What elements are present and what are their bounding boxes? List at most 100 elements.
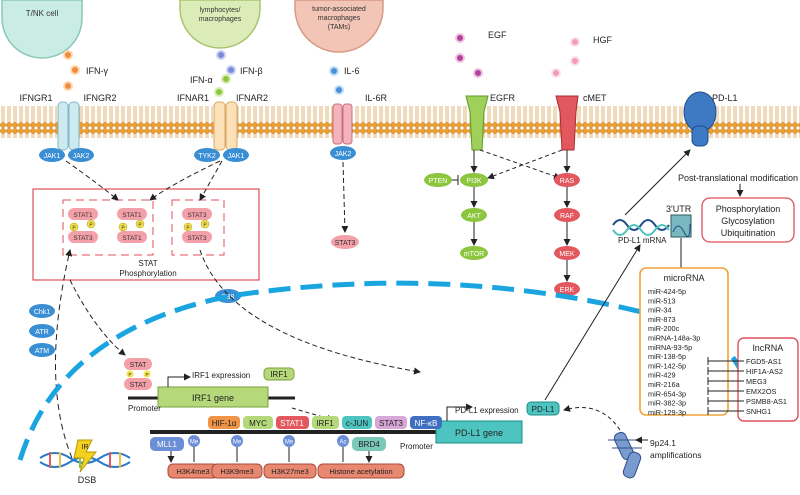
pdl1-membrane-label: PD-L1 — [712, 93, 738, 103]
jak-kinases: JAK1 JAK2 TYK2 JAK1 JAK2 STAT3 — [39, 146, 359, 249]
pdl1-product: PD-L1 — [532, 405, 555, 414]
ifngr1-label: IFNGR1 — [19, 93, 52, 103]
ifnb-ligand-1 — [216, 50, 226, 60]
ifnb-ligand-2 — [226, 65, 236, 75]
microrna-item: miRNA-148a-3p — [648, 334, 700, 343]
dimer1-bottom-label: STAT3 — [73, 235, 93, 242]
jak2-il6-label: JAK2 — [335, 151, 352, 158]
microrna-item: miR-200c — [648, 324, 680, 333]
egf-label: EGF — [488, 30, 507, 40]
jak-stat-arrows — [65, 160, 223, 201]
pi3k-label: PI3K — [466, 178, 482, 185]
ras-label: RAS — [560, 178, 575, 185]
hgf-label: HGF — [593, 35, 613, 45]
ir-label: IR — [82, 444, 89, 451]
ifna-ligand-1 — [221, 74, 231, 84]
pdl1-mrna: 3'UTR PD-L1 mRNA — [544, 149, 692, 401]
mek-label: MEK — [559, 251, 575, 258]
nuclear-p-2: P — [128, 372, 131, 377]
tnk-cell: T/NK cell — [1, 0, 83, 59]
ifngr-receptor: IFNGR1 IFNGR2 — [19, 93, 117, 151]
microrna-item: miR-429 — [648, 371, 676, 380]
stat-caption-2: Phosphorylation — [119, 269, 176, 278]
chk1-label: Chk1 — [34, 309, 50, 316]
tam-label-2: macrophages — [318, 15, 361, 22]
pdl1-expression-label: PD-L1 expression — [455, 406, 519, 415]
mll1-label: MLL1 — [157, 440, 178, 449]
lncrna-item: SNHG1 — [746, 407, 771, 416]
il6r-receptor: IL-6R — [332, 93, 388, 145]
microrna-title: microRNA — [663, 273, 704, 283]
mrna-label: PD-L1 mRNA — [618, 236, 667, 245]
atr-label: ATR — [35, 329, 48, 336]
tyk2-label: TYK2 — [198, 153, 216, 160]
irf1-expression-label: IRF1 expression — [192, 371, 250, 380]
il6-ligand-2 — [334, 85, 344, 95]
microrna-item: miR-34 — [648, 306, 672, 315]
microrna-item: miR-138-5p — [648, 352, 686, 361]
amp-label-1: 9p24.1 — [650, 438, 676, 448]
tf-cjun: c-JUN — [346, 419, 368, 428]
dimer3-top-label: STAT3 — [187, 212, 207, 219]
cmet-label: cMET — [583, 93, 607, 103]
lncrna-item: FGD5-AS1 — [746, 357, 782, 366]
irf1-gene-label: IRF1 gene — [192, 393, 234, 403]
p-4: P — [121, 226, 125, 232]
p-1: P — [89, 223, 93, 229]
pdl1-gene-region: PD-L1 gene Promoter PD-L1 expression PD-… — [150, 401, 560, 451]
me-mark-2: Me — [233, 440, 242, 446]
ifng-ligand-1 — [63, 50, 73, 60]
tf-irf1: IRF1 — [316, 419, 334, 428]
tf-stat3: STAT3 — [379, 419, 403, 428]
pten-label: PTEN — [429, 178, 448, 185]
dimer2-top-label: STAT1 — [122, 212, 142, 219]
microrna-item: miR-142-5p — [648, 361, 686, 370]
egf-ligand-1 — [455, 33, 465, 43]
hgf-ligand-3 — [551, 68, 561, 78]
hgf-ligand-2 — [570, 56, 580, 66]
microrna-item: miR-873 — [648, 315, 676, 324]
microrna-item: miR-513 — [648, 296, 676, 305]
dsb-label: DSB — [78, 475, 97, 485]
ifnar1-label: IFNAR1 — [177, 93, 209, 103]
cmet-receptor: cMET — [555, 93, 607, 151]
ptm-section: Post-translational modification Phosphor… — [678, 173, 798, 243]
me-mark-3: Me — [285, 440, 294, 446]
amp-label-2: amplifications — [650, 450, 702, 460]
ifng-ligand-2 — [70, 65, 80, 75]
irf1-promoter-label: Promoter — [128, 404, 161, 413]
tf-hif1a: HIF-1α — [212, 419, 237, 428]
h3k9me3-label: H3K9me3 — [220, 467, 253, 476]
lightning-icon — [73, 439, 98, 473]
ifnar-receptor: IFNAR1 IFNAR2 — [177, 93, 268, 151]
raf-label: RAF — [560, 213, 574, 220]
h3k4me3-label: H3K4me3 — [176, 467, 209, 476]
me-mark-1: Me — [190, 440, 199, 446]
dsb-dna: IR DSB — [39, 439, 131, 485]
ptm-ubiquitination: Ubiquitination — [721, 228, 776, 238]
stat3-il6-label: STAT3 — [335, 240, 356, 247]
ifna-ligand-2 — [214, 87, 224, 97]
lncrna-item: PSMB8-AS1 — [746, 397, 787, 406]
egfr-receptor: EGFR — [465, 93, 516, 151]
microrna-item: miR-129-3p — [648, 408, 686, 417]
brd4-label: BRD4 — [358, 440, 380, 449]
irf1-gene-region: IRF1 gene Promoter IRF1 expression IRF1 — [128, 367, 295, 413]
jak1-ifng-label: JAK1 — [44, 153, 61, 160]
il6-ligand-1 — [329, 66, 339, 76]
ptm-title: Post-translational modification — [678, 173, 798, 183]
tam-label-3: (TAMs) — [328, 24, 350, 31]
jak1-ifna-label: JAK1 — [228, 153, 245, 160]
tf-myc: MYC — [249, 419, 267, 428]
microrna-item: miR-216a — [648, 380, 681, 389]
pi3k-pathway: PTEN PI3K AKT mTOR — [424, 149, 563, 260]
nuclear-stat-top: STAT — [130, 362, 148, 369]
microrna-item: miR-654-3p — [648, 389, 686, 398]
ac-mark: Ac — [339, 440, 346, 446]
ifngr2-label: IFNGR2 — [83, 93, 116, 103]
lymph-label-2: macrophages — [199, 16, 242, 23]
dimer1-top-label: STAT1 — [73, 212, 93, 219]
il6r-label: IL-6R — [365, 93, 388, 103]
pdl1-protein: PD-L1 — [683, 91, 738, 147]
